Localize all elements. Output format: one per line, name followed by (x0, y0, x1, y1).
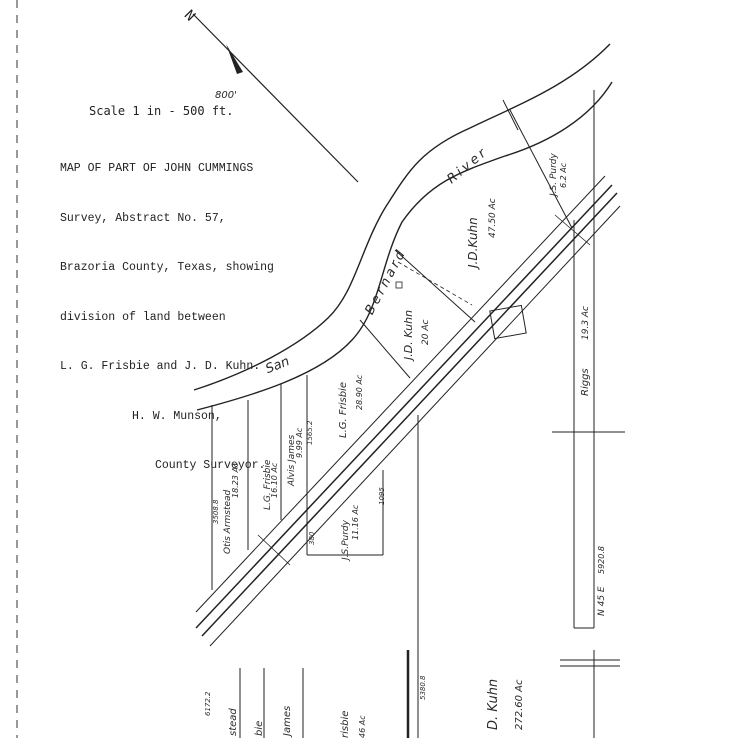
parcel-purdy-top-owner: J.S. Purdy (549, 153, 559, 198)
title-block: MAP OF PART OF JOHN CUMMINGS Survey, Abs… (60, 128, 274, 491)
parcel-frisbie-2890-owner: L.G. Frisbie (338, 382, 349, 438)
dim-5: 380 (308, 531, 316, 545)
parcel-bottom-left-1: bie (254, 721, 265, 736)
title-line-5: L. G. Frisbie and J. D. Kuhn. (60, 360, 261, 373)
surveyor-name: H. W. Munson, (132, 409, 222, 423)
parcel-frisbie-bottom-owner: risbie (340, 711, 351, 738)
dim-4: 6172.2 (204, 691, 212, 716)
parcel-bottom-left-2: James (282, 706, 293, 738)
parcel-purdy-top-area: 6.2 Ac (559, 162, 568, 188)
parcel-kuhn-4750-area: 47.50 Ac (488, 198, 498, 238)
parcel-riggs-owner: Riggs (580, 368, 591, 396)
dim-1: 3508.8 (212, 499, 220, 524)
parcel-kuhn-27260-owner: D. Kuhn (486, 679, 501, 730)
parcel-frisbie-1610-area: 16.10 Ac (270, 462, 279, 498)
bearing-n45e-dist: 5920.8 (597, 546, 606, 574)
surveyor-title: County Surveyor. (155, 459, 266, 472)
parcel-bottom-left-3: stead (228, 708, 239, 736)
parcel-kuhn-4750-owner: J.D.Kuhn (466, 217, 480, 270)
parcel-labels: J.S. Purdy 6.2 Ac J.D.Kuhn 47.50 Ac J.D.… (223, 153, 591, 738)
parcel-riggs-area: 19.3 Ac (581, 306, 591, 340)
bearing-n45e: N 45 E (597, 586, 607, 616)
property-lines (211, 90, 625, 738)
parcel-armstead-area: 18.23 Ac (231, 462, 240, 498)
scale-text: Scale 1 in - 500 ft. (89, 104, 234, 118)
dim-3: 5380.8 (419, 675, 427, 700)
parcel-frisbie-1610-owner: L.G. Frisbie (263, 459, 273, 510)
title-line-4: division of land between (60, 310, 226, 324)
title-line-1: MAP OF PART OF JOHN CUMMINGS (60, 162, 254, 175)
title-line-2: Survey, Abstract No. 57, (60, 211, 226, 225)
parcel-kuhn-27260-area: 272.60 Ac (514, 679, 525, 730)
parcel-kuhn-20-area: 20 Ac (421, 320, 431, 345)
dim-2: 1565.2 (306, 420, 314, 445)
dimension-labels: 3508.8 1565.2 5380.8 6172.2 380 1095 (204, 420, 427, 716)
railroad (195, 175, 621, 647)
river-banks (193, 43, 613, 411)
dim-6: 1095 (378, 487, 386, 505)
parcel-purdy-1116-area: 11.16 Ac (351, 504, 360, 540)
parcel-alvis-area: 9.99 Ac (295, 427, 304, 458)
parcel-kuhn-20-owner: J.D. Kuhn (402, 310, 415, 362)
parcel-frisbie-2890-area: 28.90 Ac (355, 374, 364, 410)
parcel-purdy-1116-owner: J.S.Purdy (341, 519, 351, 562)
river-label-river: River (444, 144, 491, 187)
parcel-frisbie-bottom-area: 46 Ac (358, 715, 367, 738)
parcel-armstead-owner: Otis Armstead (223, 489, 233, 554)
parcel-alvis-owner: Alvis James (287, 434, 297, 487)
title-line-3: Brazoria County, Texas, showing (60, 261, 274, 274)
scale-handwritten: 800' (215, 90, 237, 101)
